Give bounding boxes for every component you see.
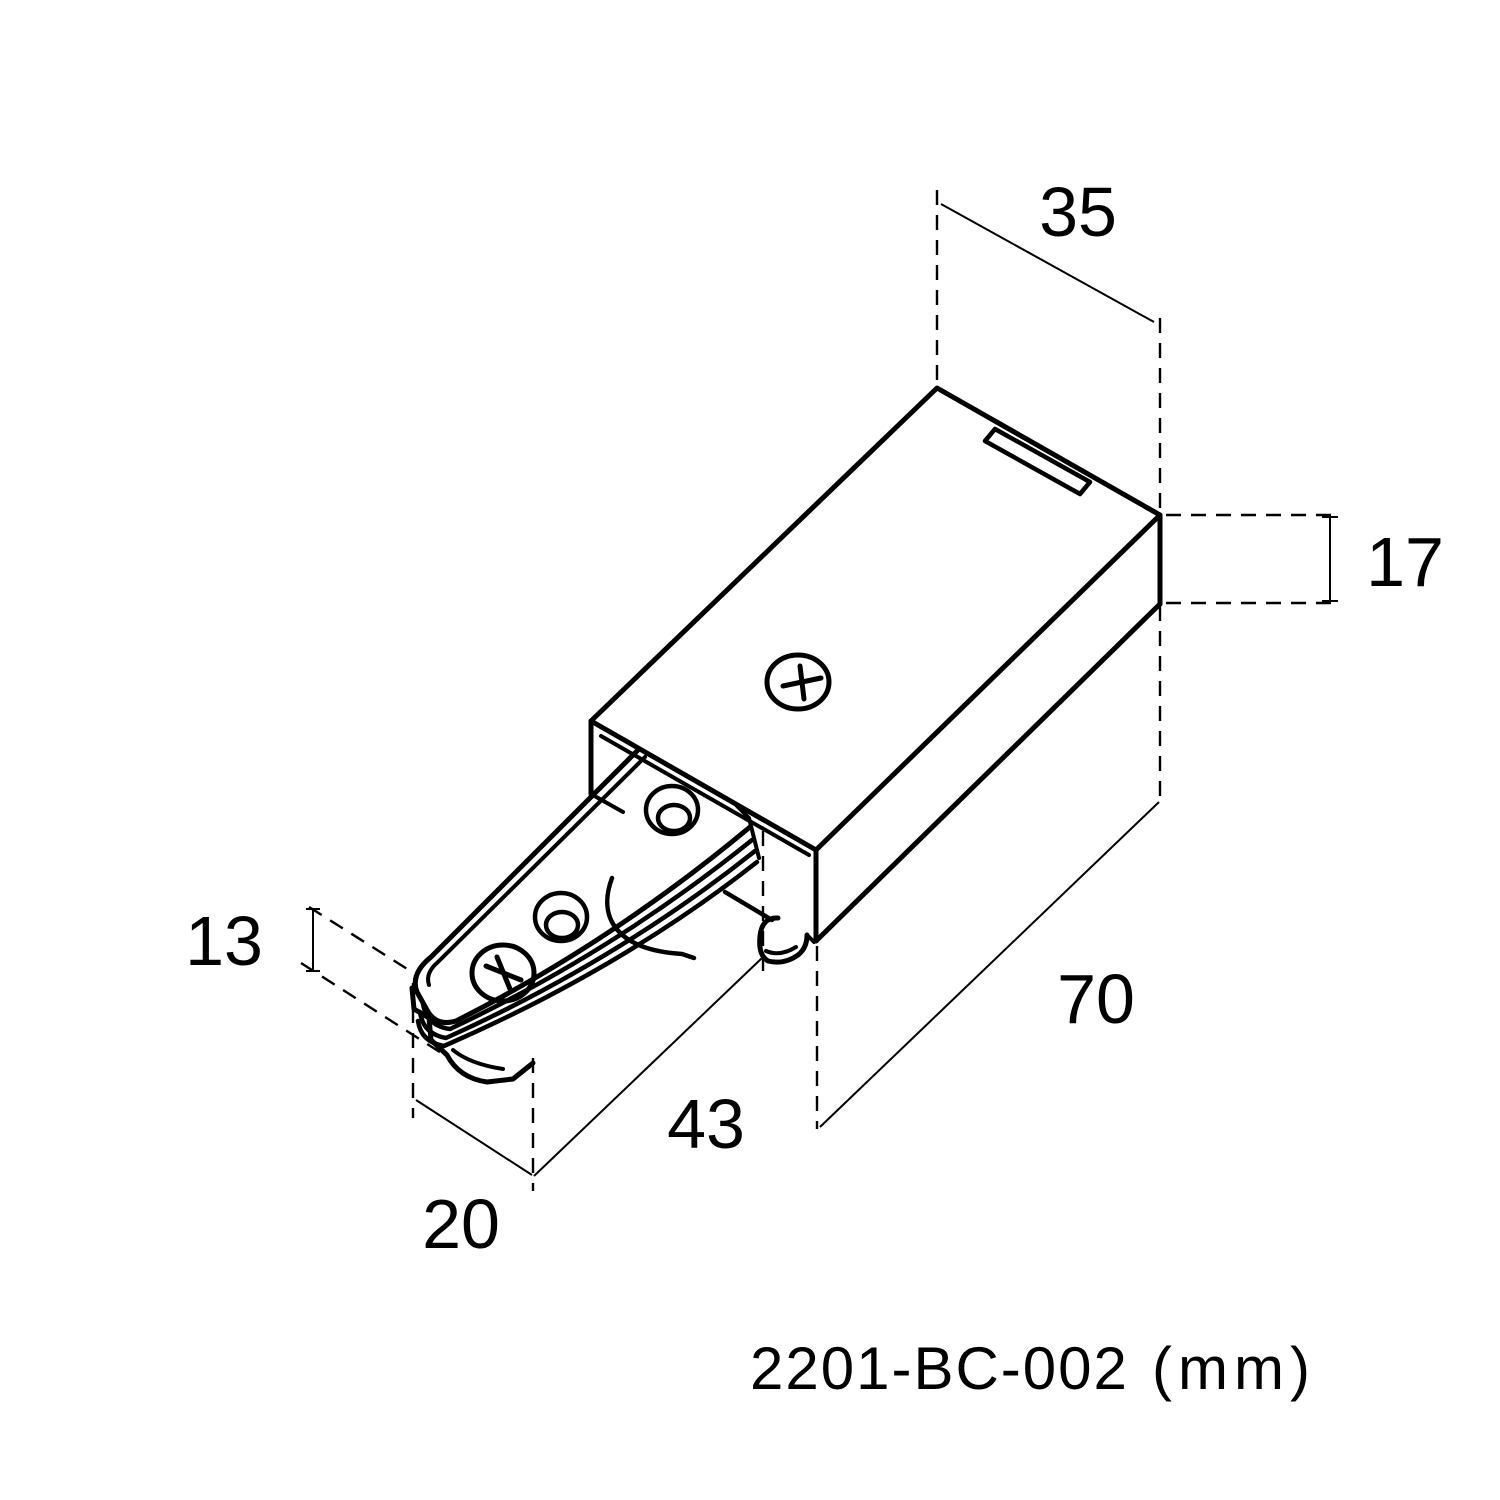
dimension-label-17: 17 [1366, 523, 1444, 601]
latch-hook-inner-edge [764, 945, 798, 956]
dimension-label-35: 35 [1039, 173, 1117, 251]
dimension-line [533, 957, 763, 1177]
cover-screw-icon [764, 652, 832, 712]
blade-screw-icon [469, 942, 537, 1004]
dimension-top-width: 35 [935, 173, 1162, 512]
dimension-end-height: 17 [1166, 513, 1444, 605]
dimension-line [819, 801, 1160, 1128]
dimension-tip-height: 13 [185, 902, 450, 1060]
cover-latch-slot [982, 426, 1093, 497]
blade-root-edge [735, 804, 761, 860]
title-block: 2201-BC-002 (mm) [750, 1335, 1316, 1402]
blade-countersunk-hole-rear [643, 783, 701, 837]
dimension-tip-width: 20 [411, 983, 533, 1263]
blade-end-cap [409, 985, 536, 1085]
extension-line [308, 905, 413, 974]
blade-top-plate-thickness-edge [426, 755, 647, 987]
body-left-lip-bottom-edge [589, 792, 625, 814]
dimension-label-13: 13 [185, 902, 263, 980]
latch-hook-tip [805, 933, 816, 944]
dimension-label-70: 70 [1057, 960, 1135, 1038]
connector-body [588, 385, 1163, 944]
contact-blade [409, 746, 761, 1085]
dimension-label-20: 20 [422, 1185, 500, 1263]
body-bottom-front-edge [813, 601, 1163, 944]
latch-hook-claw [757, 915, 810, 965]
dimension-blade-length: 43 [531, 831, 765, 1191]
units-note: (mm) [1152, 1335, 1316, 1402]
latch-hook [722, 889, 816, 965]
blade-countersunk-hole-middle [532, 890, 590, 944]
blade-top-plate-outline [412, 746, 753, 1026]
extension-line [300, 961, 450, 1060]
cable-entry-cutout-arc [605, 875, 697, 961]
latch-hook-leader [722, 889, 775, 923]
blade-stack-layer-3 [415, 859, 760, 1049]
blade-stack-layer-1 [420, 837, 755, 1032]
dimension-line [940, 203, 1155, 323]
dimension-body-length: 70 [815, 606, 1162, 1129]
dimension-line [415, 1099, 533, 1176]
dimension-label-43: 43 [667, 1085, 745, 1163]
part-number: 2201-BC-002 [750, 1335, 1129, 1402]
